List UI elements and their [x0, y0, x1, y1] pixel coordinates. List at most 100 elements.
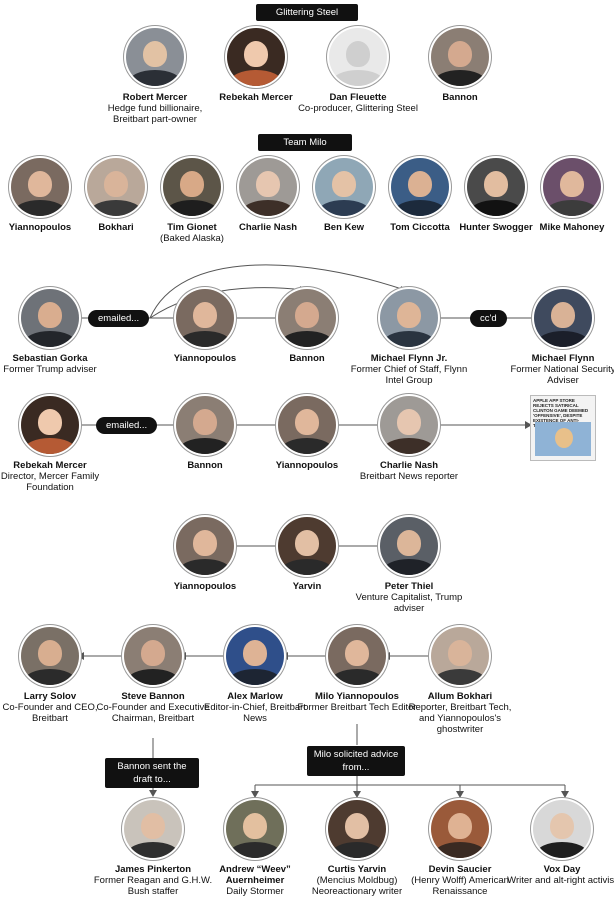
avatar: [226, 627, 284, 685]
avatar: [124, 627, 182, 685]
avatar: [239, 158, 297, 216]
person-name: Bannon: [442, 92, 478, 103]
person-name: Yiannopoulos: [173, 353, 237, 364]
avatar: [431, 627, 489, 685]
person-hunter-swogger[interactable]: Hunter Swogger: [436, 158, 556, 233]
person-james-pinkerton[interactable]: James Pinkerton Former Reagan and G.H.W.…: [93, 800, 213, 897]
person-vox-day[interactable]: Vox Day Writer and alt-right activist: [502, 800, 614, 886]
person-desc: Daily Stormer: [226, 886, 284, 897]
person-desc: Former Breitbart Tech Editor: [297, 702, 417, 713]
avatar: [543, 158, 601, 216]
avatar: [21, 289, 79, 347]
person-sebastian-gorka[interactable]: Sebastian Gorka Former Trump adviser: [0, 289, 110, 375]
person-name: Dan Fleuette: [329, 92, 387, 103]
person-name: Bannon: [289, 353, 325, 364]
person-tim-gionet[interactable]: Tim Gionet (Baked Alaska): [132, 158, 252, 244]
avatar: [124, 800, 182, 858]
avatar: [380, 517, 438, 575]
person-yiannopoulos[interactable]: Yiannopoulos: [247, 396, 367, 471]
person-name: Devin Saucier: [428, 864, 492, 875]
avatar: [163, 158, 221, 216]
person-steve-bannon[interactable]: Steve Bannon Co-Founder and Executive Ch…: [93, 627, 213, 724]
person-larry-solov[interactable]: Larry Solov Co-Founder and CEO, Breitbar…: [0, 627, 110, 724]
person-dan-fleuette[interactable]: Dan Fleuette Co-producer, Glittering Ste…: [298, 28, 418, 114]
person-name: Curtis Yarvin: [327, 864, 387, 875]
person-name: Tom Ciccotta: [390, 222, 450, 233]
person-curtis-yarvin[interactable]: Curtis Yarvin (Mencius Moldbug) Neoreact…: [297, 800, 417, 897]
person-rebekah-mercer[interactable]: Rebekah Mercer Director, Mercer Family F…: [0, 396, 110, 493]
avatar: [328, 627, 386, 685]
person-name: Michael Flynn: [531, 353, 595, 364]
avatar: [21, 396, 79, 454]
person-bokhari[interactable]: Bokhari: [56, 158, 176, 233]
person-peter-thiel[interactable]: Peter Thiel Venture Capitalist, Trump ad…: [349, 517, 469, 614]
person-devin-saucier[interactable]: Devin Saucier (Henry Wolff) American Ren…: [400, 800, 520, 897]
person-desc: Former Reagan and G.H.W. Bush staffer: [93, 875, 213, 897]
avatar: [315, 158, 373, 216]
person-name: Robert Mercer: [122, 92, 188, 103]
person-michael-flynn[interactable]: Michael Flynn Former National Security A…: [503, 289, 614, 386]
person-desc: Co-Founder and Executive Chairman, Breit…: [96, 702, 210, 724]
person-name: Tim Gionet: [167, 222, 217, 233]
avatar: [227, 28, 285, 86]
person-name: Hunter Swogger: [459, 222, 533, 233]
person-desc: Reporter, Breitbart Tech, and Yiannopoul…: [408, 702, 512, 735]
person-bannon[interactable]: Bannon: [400, 28, 520, 103]
person-name: Charlie Nash: [238, 222, 298, 233]
person-desc: Breitbart News reporter: [359, 471, 459, 482]
person-robert-mercer[interactable]: Robert Mercer Hedge fund billionaire, Br…: [95, 28, 215, 125]
avatar: [21, 627, 79, 685]
person-michael-flynn-jr[interactable]: Michael Flynn Jr. Former Chief of Staff,…: [349, 289, 469, 386]
person-name: Larry Solov: [23, 691, 77, 702]
person-desc: Writer and alt-right activist: [507, 875, 614, 886]
person-desc: Former Chief of Staff, Flynn Intel Group: [350, 364, 468, 386]
avatar: [328, 800, 386, 858]
person-ben-kew[interactable]: Ben Kew: [284, 158, 404, 233]
person-charlie-nash[interactable]: Charlie Nash Breitbart News reporter: [349, 396, 469, 482]
person-allum-bokhari[interactable]: Allum Bokhari Reporter, Breitbart Tech, …: [400, 627, 520, 735]
avatar: [176, 289, 234, 347]
person-yarvin[interactable]: Yarvin: [247, 517, 367, 592]
avatar: [176, 517, 234, 575]
avatar: [226, 800, 284, 858]
label-bannon-sent: Bannon sent the draft to...: [105, 758, 199, 788]
label-ccd: cc'd: [470, 310, 507, 327]
person-name: Steve Bannon: [121, 691, 185, 702]
person-name: Rebekah Mercer: [13, 460, 87, 471]
person-bannon[interactable]: Bannon: [247, 289, 367, 364]
person-rebekah-mercer[interactable]: Rebekah Mercer: [196, 28, 316, 103]
person-desc: Co-Founder and CEO, Breitbart: [2, 702, 98, 724]
avatar: [534, 289, 592, 347]
person-desc: Editor-in-Chief, Breitbart News: [204, 702, 306, 724]
person-name: James Pinkerton: [114, 864, 192, 875]
person-tom-ciccotta[interactable]: Tom Ciccotta: [360, 158, 480, 233]
avatar: [431, 28, 489, 86]
person-desc: Former National Security Adviser: [510, 364, 614, 386]
person-name: Allum Bokhari: [427, 691, 493, 702]
person-alex-marlow[interactable]: Alex Marlow Editor-in-Chief, Breitbart N…: [195, 627, 315, 724]
article-thumbnail[interactable]: APPLE APP STORE REJECTS SATIRICAL CLINTO…: [530, 395, 596, 461]
avatar: [278, 517, 336, 575]
avatar: [176, 396, 234, 454]
person-milo-yiannopoulos[interactable]: Milo Yiannopoulos Former Breitbart Tech …: [297, 627, 417, 713]
avatar: [431, 800, 489, 858]
person-name: Vox Day: [543, 864, 581, 875]
avatar: [278, 396, 336, 454]
person-mike-mahoney[interactable]: Mike Mahoney: [512, 158, 614, 233]
header-glittering-steel: Glittering Steel: [256, 4, 358, 21]
person-bannon[interactable]: Bannon: [145, 396, 265, 471]
person-yiannopoulos[interactable]: Yiannopoulos: [145, 289, 265, 364]
person-name: Alex Marlow: [227, 691, 283, 702]
person-yiannopoulos[interactable]: Yiannopoulos: [145, 517, 265, 592]
person-yiannopoulos[interactable]: Yiannopoulos: [0, 158, 100, 233]
person-name: Yiannopoulos: [173, 581, 237, 592]
avatar: [87, 158, 145, 216]
label-emailed-2: emailed...: [96, 417, 158, 434]
person-name: Yiannopoulos: [275, 460, 339, 471]
person-name: Sebastian Gorka: [12, 353, 88, 364]
person-name: Bokhari: [98, 222, 134, 233]
avatar: [126, 28, 184, 86]
person-andrew-auernheimer[interactable]: Andrew “Weev” Auernheimer Daily Stormer: [195, 800, 315, 897]
person-charlie-nash[interactable]: Charlie Nash: [208, 158, 328, 233]
